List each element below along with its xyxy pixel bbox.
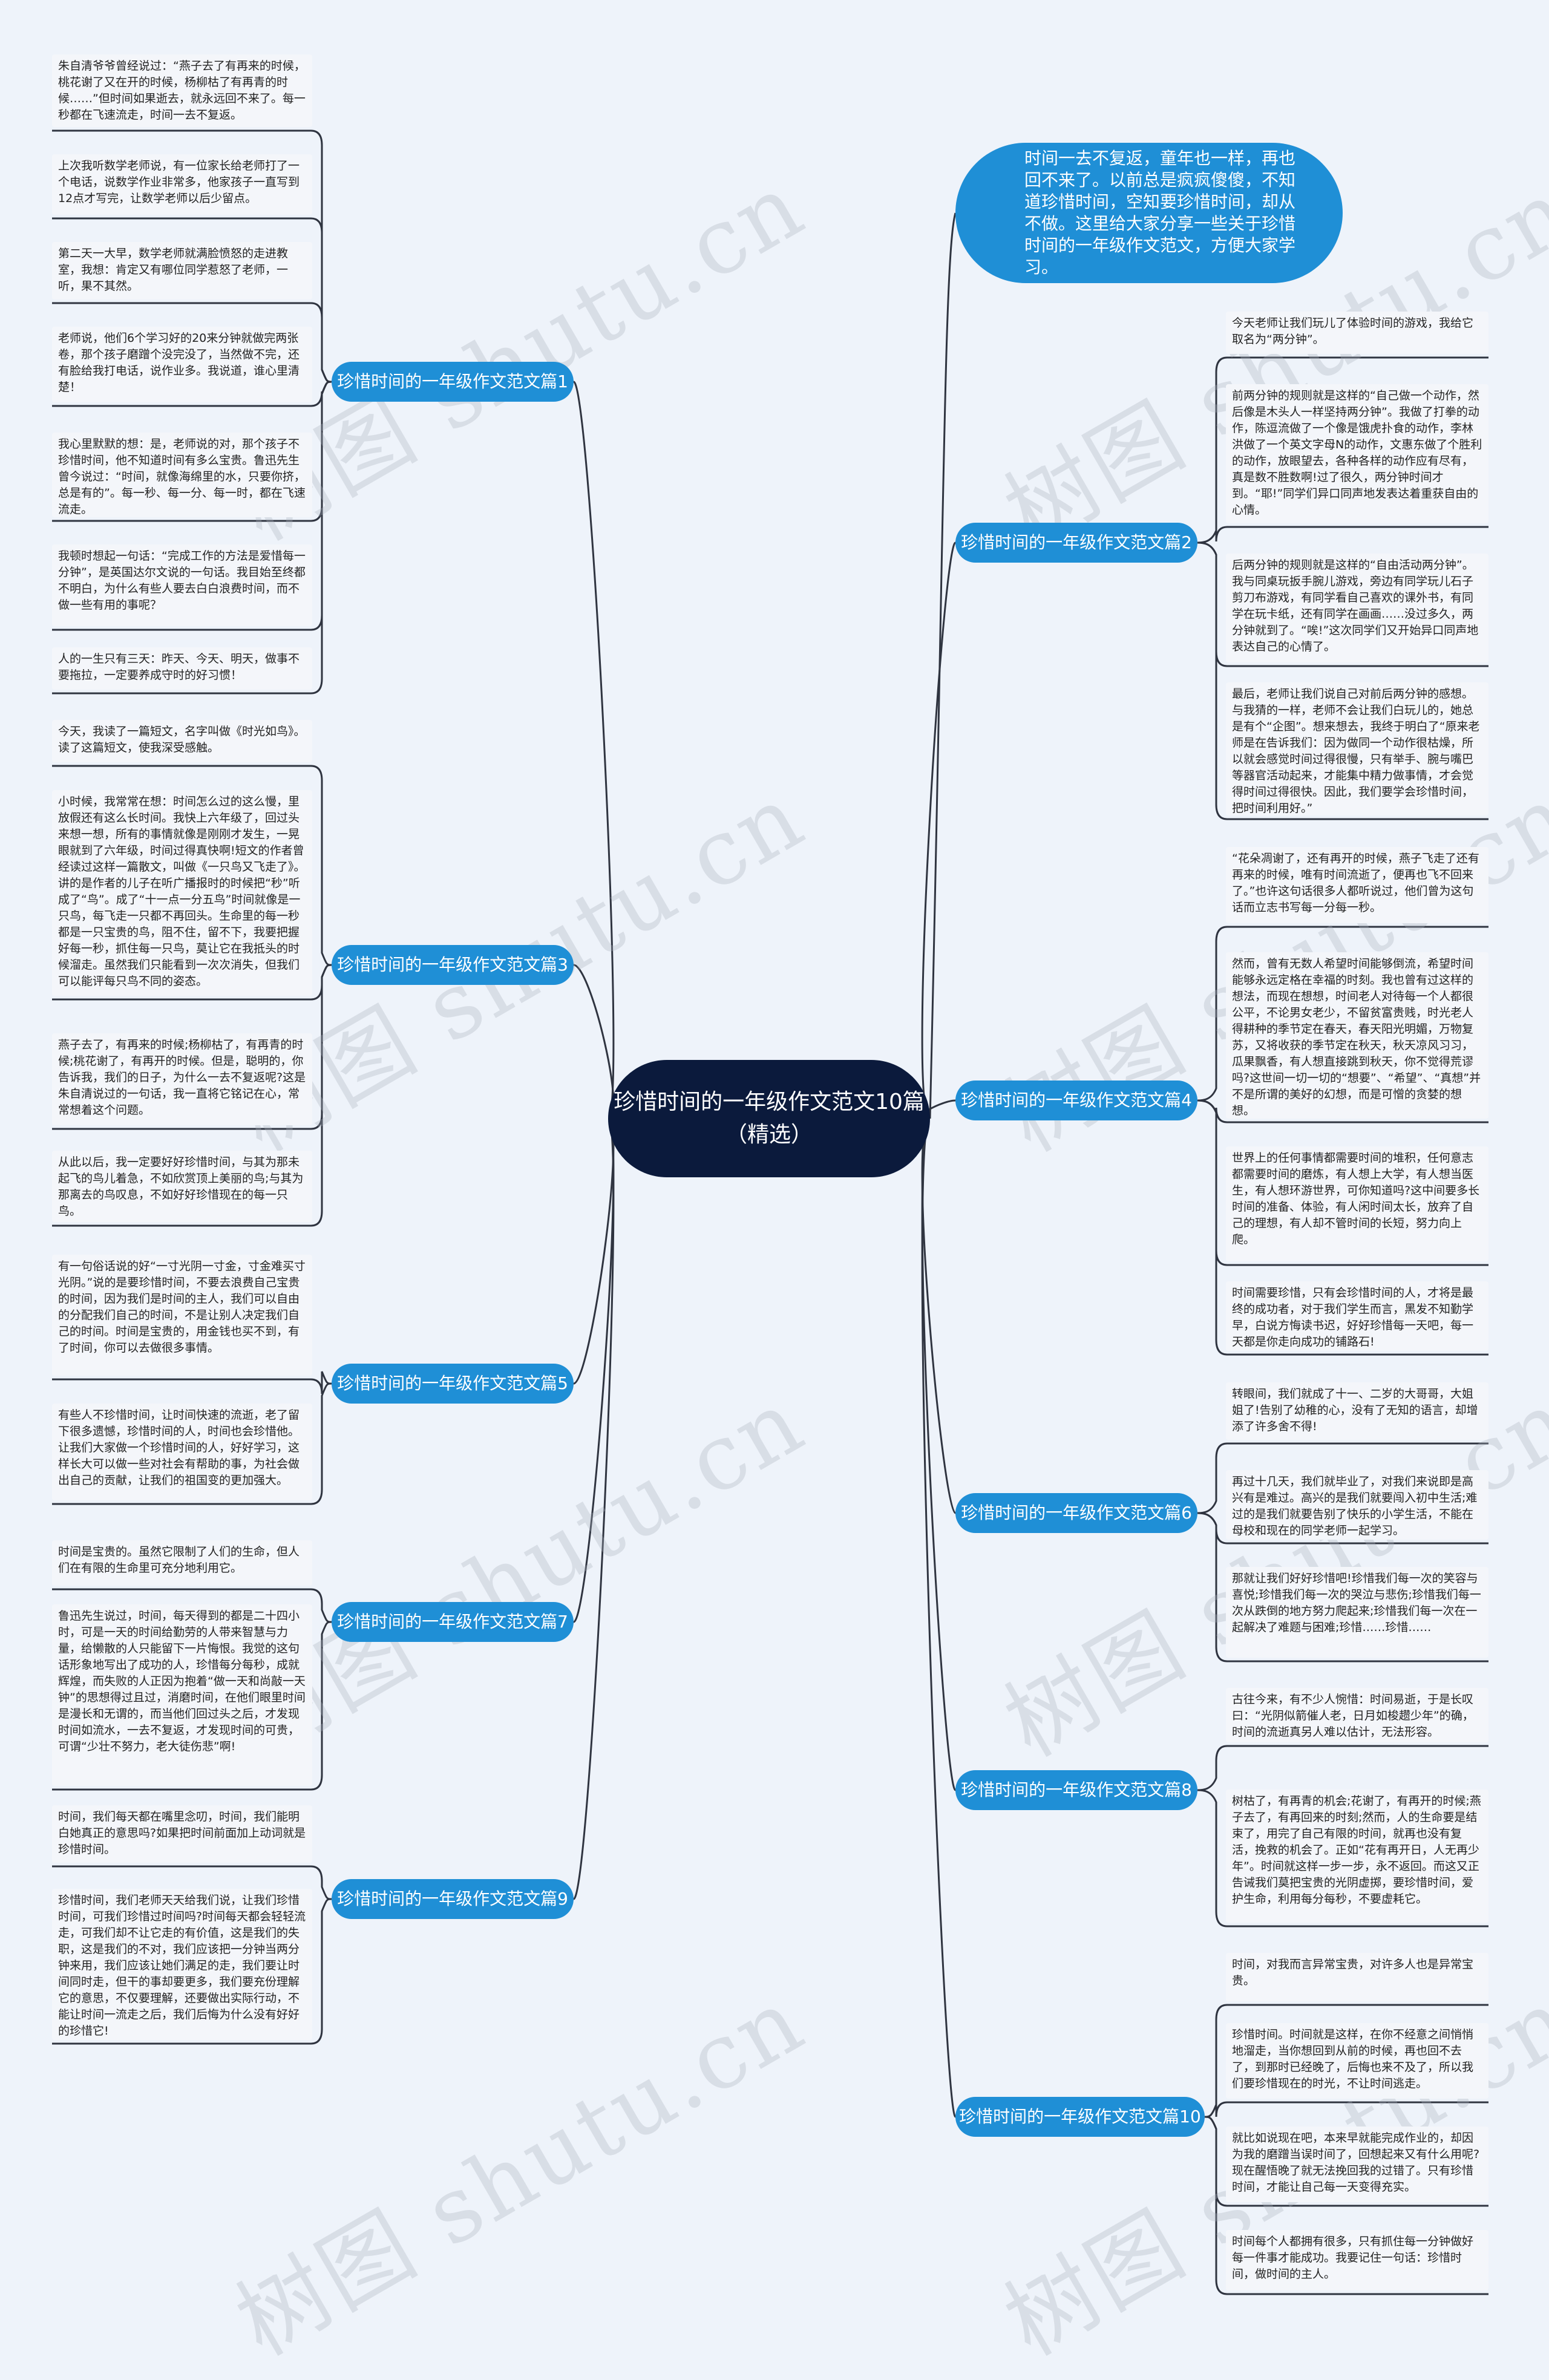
branch-node-7[interactable]: 珍惜时间的一年级作文范文篇7 bbox=[332, 1602, 574, 1642]
leaf-text: 上次我听数学老师说，有一位家长给老师打了一个电话，说数学作业非常多，他家孩子一直… bbox=[52, 154, 312, 215]
leaf-text: “花朵凋谢了，还有再开的时候，燕子飞走了还有再来的时候，唯有时间流逝了，便再也飞… bbox=[1226, 847, 1488, 923]
leaf-text: 后两分钟的规则就是这样的“自由活动两分钟”。我与同桌玩扳手腕儿游戏，旁边有同学玩… bbox=[1226, 554, 1488, 662]
leaf-text: 我心里默默的想：是，老师说的对，那个孩子不珍惜时间，他不知道时间有多么宝贵。鲁迅… bbox=[52, 433, 312, 517]
leaf-text: 老师说，他们6个学习好的20来分钟就做完两张卷，那个孩子磨蹭个没完没了，当然做不… bbox=[52, 327, 312, 402]
leaf-text: 时间，对我而言异常宝贵，对许多人也是异常宝贵。 bbox=[1226, 1953, 1488, 2001]
leaf-text: 人的一生只有三天：昨天、今天、明天，做事不要拖拉，一定要养成守时的好习惯！ bbox=[52, 647, 312, 690]
intro-text: 时间一去不复返，童年也一样，再也回不来了。以前总是疯疯傻傻，不知道珍惜时间，空知… bbox=[1024, 148, 1296, 277]
root-node[interactable]: 珍惜时间的一年级作文范文10篇（精选） bbox=[608, 1060, 930, 1177]
leaf-text: 有一句俗话说的好“一寸光阴一寸金，寸金难买寸光阴。”说的是要珍惜时间，不要去浪费… bbox=[52, 1255, 312, 1376]
leaf-text: 燕子去了，有再来的时候;杨柳枯了，有再青的时候;桃花谢了，有再开的时候。但是，聪… bbox=[52, 1033, 312, 1125]
branch-node-1[interactable]: 珍惜时间的一年级作文范文篇1 bbox=[332, 362, 574, 402]
leaf-text: 第二天一大早，数学老师就满脸愤怒的走进教室，我想：肯定又有哪位同学惹怒了老师，一… bbox=[52, 242, 312, 299]
leaf-text: 从此以后，我一定要好好珍惜时间，与其为那未起飞的鸟儿着急，不如欣赏顶上美丽的鸟;… bbox=[52, 1151, 312, 1222]
leaf-text: 有些人不珍惜时间，让时间快速的流逝，老了留下很多遗憾，珍惜时间的人，时间也会珍惜… bbox=[52, 1404, 312, 1500]
leaf-text: 再过十几天，我们就毕业了，对我们来说即是高兴有是难过。高兴的是我们就要闯入初中生… bbox=[1226, 1470, 1488, 1540]
leaf-text: 珍惜时间。时间就是这样，在你不经意之间悄悄地溜走，当你想回到从前的时候，再也回不… bbox=[1226, 2023, 1488, 2099]
branch-node-6[interactable]: 珍惜时间的一年级作文范文篇6 bbox=[955, 1493, 1197, 1533]
leaf-text: 世界上的任何事情都需要时间的堆积，任何意志都需要时间的磨炼，有人想上大学，有人想… bbox=[1226, 1146, 1488, 1261]
leaf-text: 时间需要珍惜，只有会珍惜时间的人，才将是最终的成功者，对于我们学生而言，黑发不知… bbox=[1226, 1281, 1488, 1351]
leaf-text: 那就让我们好好珍惜吧!珍惜我们每一次的笑容与喜悦;珍惜我们每一次的哭泣与悲伤;珍… bbox=[1226, 1567, 1488, 1658]
leaf-text: 然而，曾有无数人希望时间能够倒流，希望时间能够永远定格在幸福的时刻。我也曾有过这… bbox=[1226, 952, 1488, 1119]
leaf-text: 时间是宝贵的。虽然它限制了人们的生命，但人们在有限的生命里可充分地利用它。 bbox=[52, 1540, 312, 1586]
leaf-text: 今天，我读了一篇短文，名字叫做《时光如鸟》。读了这篇短文，使我深受感触。 bbox=[52, 720, 312, 762]
leaf-text: 时间，我们每天都在嘴里念叨，时间，我们能明白她真正的意思吗?如果把时间前面加上动… bbox=[52, 1805, 312, 1863]
leaf-text: 珍惜时间，我们老师天天给我们说，让我们珍惜时间，可我们珍惜过时间吗?时间每天都会… bbox=[52, 1889, 312, 2040]
leaf-text: 朱自清爷爷曾经说过：“燕子去了有再来的时候，桃花谢了又在开的时候，杨柳枯了有再青… bbox=[52, 54, 312, 127]
leaf-text: 时间每个人都拥有很多，只有抓住每一分钟做好每一件事才能成功。我要记住一句话：珍惜… bbox=[1226, 2230, 1488, 2290]
leaf-text: 今天老师让我们玩儿了体验时间的游戏，我给它取名为“两分钟”。 bbox=[1226, 312, 1488, 354]
branch-node-5[interactable]: 珍惜时间的一年级作文范文篇5 bbox=[332, 1364, 574, 1404]
leaf-text: 前两分钟的规则就是这样的“自己做一个动作，然后像是木头人一样坚持两分钟”。我做了… bbox=[1226, 384, 1488, 523]
leaf-text: 小时候，我常常在想：时间怎么过的这么慢，里放假还有这么长时间。我快上六年级了，回… bbox=[52, 790, 312, 996]
leaf-text: 古往今来，有不少人惋惜：时间易逝，于是长叹曰：“光阴似箭催人老，日月如梭趱少年”… bbox=[1226, 1688, 1488, 1742]
leaf-text: 树枯了，有再青的机会;花谢了，有再开的时候;燕子去了，有再回来的时刻;然而，人的… bbox=[1226, 1790, 1488, 1923]
leaf-text: 鲁迅先生说过，时间，每天得到的都是二十四小时，可是一天的时间给勤劳的人带来智慧与… bbox=[52, 1604, 312, 1786]
intro-node[interactable]: 时间一去不复返，童年也一样，再也回不来了。以前总是疯疯傻傻，不知道珍惜时间，空知… bbox=[955, 143, 1343, 283]
branch-node-9[interactable]: 珍惜时间的一年级作文范文篇9 bbox=[332, 1879, 574, 1919]
branch-node-4[interactable]: 珍惜时间的一年级作文范文篇4 bbox=[955, 1080, 1197, 1120]
branch-node-3[interactable]: 珍惜时间的一年级作文范文篇3 bbox=[332, 945, 574, 985]
branch-node-8[interactable]: 珍惜时间的一年级作文范文篇8 bbox=[955, 1770, 1197, 1810]
leaf-text: 最后，老师让我们说自己对前后两分钟的感想。与我猜的一样，老师不会让我们白玩儿的，… bbox=[1226, 682, 1488, 816]
branch-node-10[interactable]: 珍惜时间的一年级作文范文篇10 bbox=[955, 2097, 1205, 2137]
leaf-text: 我顿时想起一句话：“完成工作的方法是爱惜每一分钟”，是英国达尔文说的一句话。我目… bbox=[52, 544, 312, 626]
branch-node-2[interactable]: 珍惜时间的一年级作文范文篇2 bbox=[955, 523, 1197, 563]
leaf-text: 就比如说现在吧，本来早就能完成作业的，却因为我的磨蹭当误时间了，回想起来又有什么… bbox=[1226, 2127, 1488, 2202]
leaf-text: 转眼间，我们就成了十一、二岁的大哥哥，大姐姐了!告别了幼稚的心，没有了无知的语言… bbox=[1226, 1382, 1488, 1440]
